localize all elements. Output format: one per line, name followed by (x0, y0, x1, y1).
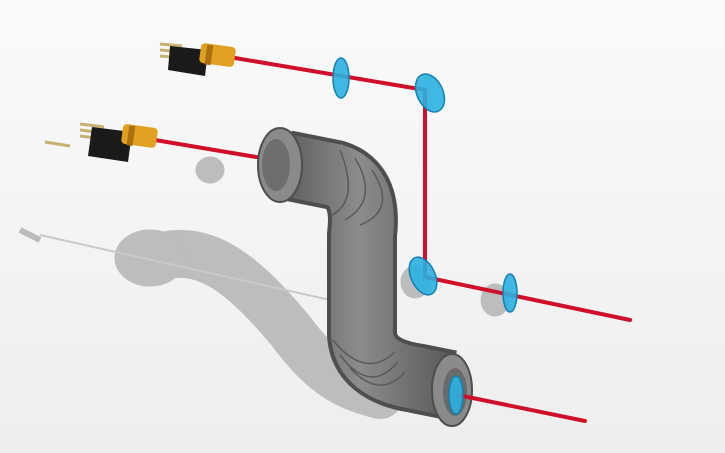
beam-2 (423, 275, 632, 322)
mirror-2[interactable] (404, 253, 443, 299)
lens-3[interactable] (448, 375, 464, 415)
beam-4 (456, 393, 587, 423)
beam-3 (153, 138, 264, 160)
laser-beams (153, 56, 632, 322)
laser-module-1[interactable] (159, 42, 236, 76)
optics[interactable] (332, 57, 518, 415)
mirror-1[interactable] (410, 69, 450, 116)
lens-2[interactable] (502, 273, 518, 313)
laser-module-2[interactable] (44, 122, 158, 162)
beam-1 (233, 56, 427, 92)
pipe-elbow[interactable] (257, 127, 473, 427)
lens-1[interactable] (332, 57, 350, 99)
